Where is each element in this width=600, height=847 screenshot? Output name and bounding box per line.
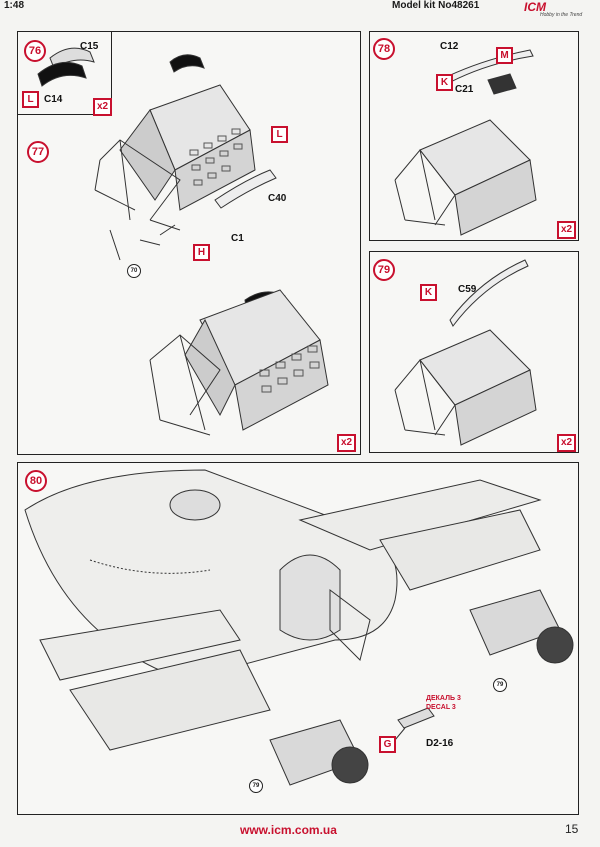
footer-url[interactable]: www.icm.com.ua	[240, 823, 337, 837]
part-label-c15: C15	[80, 41, 99, 52]
icm-logo: ICM	[524, 0, 546, 14]
part-label-d2-16: D2-16	[426, 738, 454, 749]
engine-upper	[119, 84, 256, 211]
callout-h: H	[193, 244, 210, 261]
part-label-c1: C1	[231, 233, 244, 244]
step-number-78: 78	[373, 38, 395, 60]
multiplier-step-78: x2	[557, 221, 577, 239]
engine-right-step-80	[469, 589, 574, 664]
engine-step-78	[394, 119, 537, 236]
ref-circle-79-right: 79	[493, 678, 507, 692]
part-label-c21: C21	[455, 84, 474, 95]
engine-mount-upper	[94, 139, 181, 261]
multiplier-step-76: x2	[93, 98, 113, 116]
engine-mount-lower	[149, 334, 221, 436]
callout-g: G	[379, 736, 396, 753]
part-label-c40: C40	[268, 193, 287, 204]
fuselage-wing-assembly	[24, 469, 542, 751]
callout-k-step-78: K	[436, 74, 453, 91]
callout-m: M	[496, 47, 513, 64]
part-label-c14: C14	[44, 94, 63, 105]
ref-circle-79-left: 79	[249, 779, 263, 793]
decal-label-en: DECAL 3	[426, 704, 456, 711]
callout-k-step-79: K	[420, 284, 437, 301]
logo-slogan: Hobby in the Trend	[540, 12, 583, 18]
step-number-79: 79	[373, 259, 395, 281]
part-label-c59: C59	[458, 284, 477, 295]
multiplier-step-79: x2	[557, 434, 577, 452]
engine-lower	[184, 289, 329, 431]
engine-left-step-80	[269, 719, 369, 786]
callout-l-step-77: L	[271, 126, 288, 143]
step-number-80: 80	[25, 470, 47, 492]
kit-number: Model kit No48261	[392, 0, 480, 11]
step-number-77: 77	[27, 141, 49, 163]
decal-label-ru: ДЕКАЛЬ 3	[426, 695, 461, 702]
callout-l-step-76: L	[22, 91, 39, 108]
multiplier-step-77: x2	[337, 434, 357, 452]
engine-step-79	[394, 329, 537, 446]
ref-circle-70: 70	[127, 264, 141, 278]
step-number-76: 76	[24, 40, 46, 62]
part-label-c12: C12	[440, 41, 459, 52]
page-number: 15	[565, 822, 579, 836]
scale-label: 1:48	[4, 0, 25, 11]
